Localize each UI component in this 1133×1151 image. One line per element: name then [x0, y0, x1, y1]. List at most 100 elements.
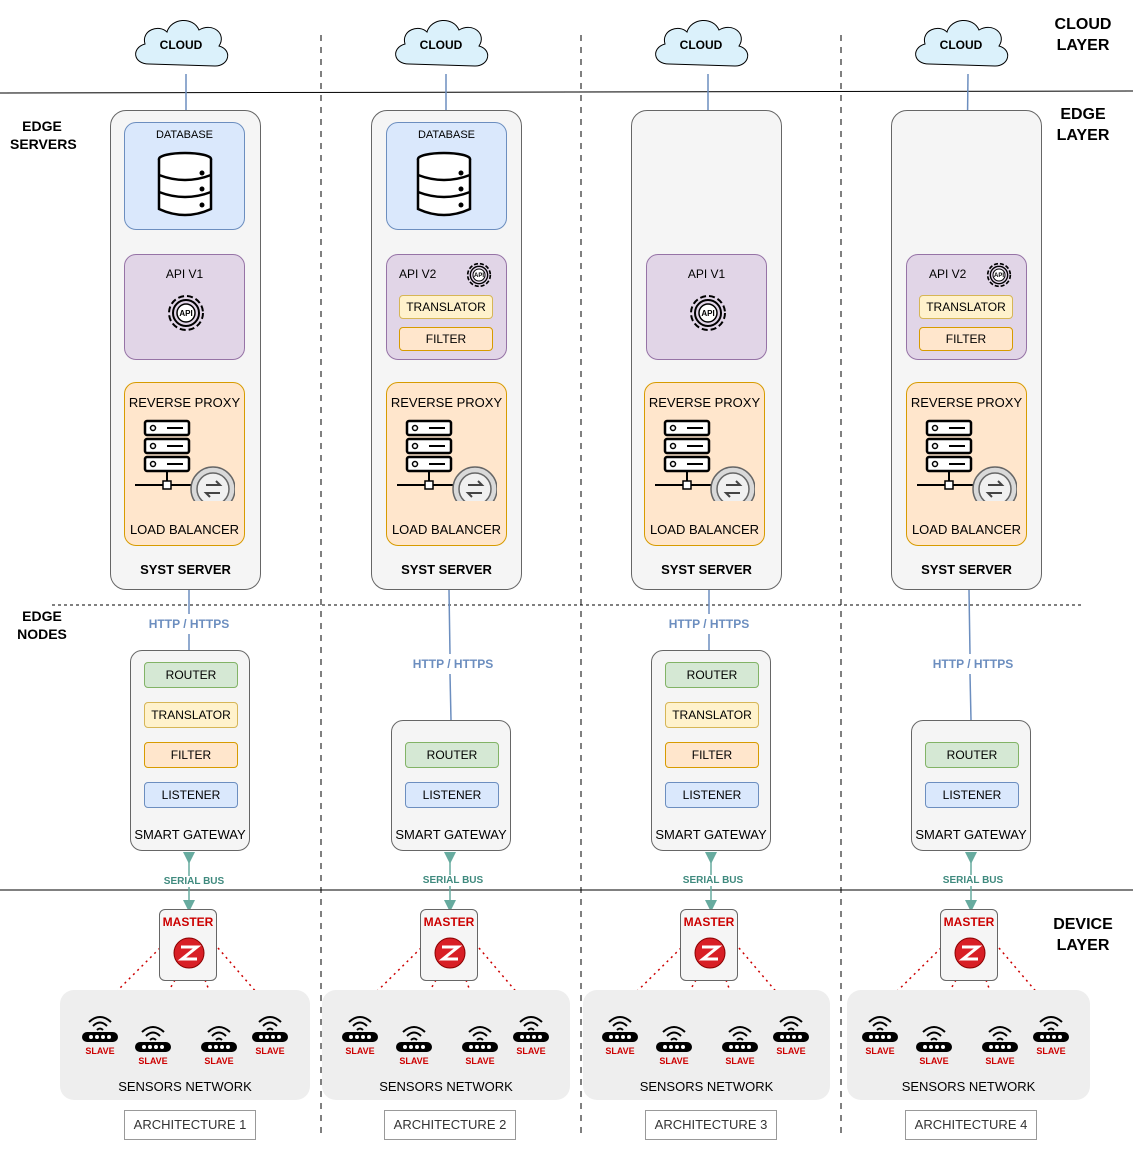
slave-label: SLAVE	[255, 1046, 285, 1056]
http-label: HTTP / HTTPS	[668, 617, 750, 631]
cloud-node: CLOUD	[907, 14, 1015, 76]
wireless-sensor-icon	[462, 1026, 498, 1052]
zigbee-icon	[434, 937, 466, 969]
filter-chip: FILTER	[144, 742, 238, 768]
cloud-label: CLOUD	[419, 38, 463, 52]
load-balancer-label: LOAD BALANCER	[129, 522, 240, 537]
http-label: HTTP / HTTPS	[923, 657, 1023, 671]
wireless-sensor-icon	[862, 1016, 898, 1042]
wire-http-2b	[449, 673, 452, 721]
slave-label: SLAVE	[85, 1046, 115, 1056]
master-node: MASTER	[940, 909, 998, 981]
api-label: API V2	[399, 267, 437, 281]
sensors-network: SENSORS NETWORK	[322, 990, 570, 1100]
listener-chip: LISTENER	[405, 782, 499, 808]
database-icon	[416, 151, 472, 217]
cloud-layer-line1: CLOUD	[1054, 16, 1112, 33]
api-gear-icon: API	[466, 262, 492, 288]
master-label: MASTER	[423, 915, 475, 929]
wireless-sensor-icon	[201, 1026, 237, 1052]
edge-nodes-line1: EDGE	[22, 608, 62, 624]
slave-label: SLAVE	[1036, 1046, 1066, 1056]
slave-label: SLAVE	[516, 1046, 546, 1056]
slave-node: SLAVE	[768, 1008, 814, 1064]
reverse-proxy-box: REVERSE PROXY LOAD BALANCER	[124, 382, 245, 546]
cloud-label: CLOUD	[939, 38, 983, 52]
architecture-label: ARCHITECTURE 3	[645, 1110, 777, 1140]
translator-chip: TRANSLATOR	[399, 295, 493, 319]
wireless-sensor-icon	[342, 1016, 378, 1042]
translator-chip: TRANSLATOR	[665, 702, 759, 728]
router-chip: ROUTER	[144, 662, 238, 688]
edge-nodes-label: EDGE NODES	[10, 607, 74, 643]
api-badge-text: API	[474, 273, 484, 279]
server-rack-icon	[655, 419, 755, 501]
api-label: API V1	[165, 267, 204, 281]
wireless-sensor-icon	[602, 1016, 638, 1042]
serial-bus-label: SERIAL BUS	[144, 876, 244, 887]
slave-node: SLAVE	[508, 1008, 554, 1064]
sensors-network-label: SENSORS NETWORK	[379, 1079, 513, 1094]
slave-label: SLAVE	[985, 1056, 1015, 1066]
cloud-layer-label: CLOUD LAYER	[1045, 14, 1121, 56]
cloud-icon	[395, 20, 489, 67]
slave-node: SLAVE	[77, 1008, 123, 1064]
sensors-network-label: SENSORS NETWORK	[639, 1079, 774, 1094]
master-label: MASTER	[162, 915, 214, 929]
database-box: DATABASE	[124, 122, 245, 230]
sensors-network-label: SENSORS NETWORK	[118, 1079, 252, 1094]
http-label: HTTP / HTTPS	[403, 657, 503, 671]
cloud-node: CLOUD	[647, 14, 755, 76]
architecture-label: ARCHITECTURE 1	[124, 1110, 256, 1140]
edge-nodes-line2: NODES	[17, 626, 67, 642]
slave-label: SLAVE	[725, 1056, 755, 1066]
api-gear-icon: API	[986, 262, 1012, 288]
device-layer-label: DEVICE LAYER	[1045, 914, 1121, 956]
api-box: API V2 API TRANSLATOR FILTER	[906, 254, 1027, 360]
translator-chip: TRANSLATOR	[919, 295, 1013, 319]
slave-node: SLAVE	[597, 1008, 643, 1064]
reverse-proxy-box: REVERSE PROXY LOAD BALANCER	[386, 382, 507, 546]
edge-layer-line1: EDGE	[1060, 106, 1106, 123]
filter-chip: FILTER	[919, 327, 1013, 351]
wireless-sensor-icon	[135, 1026, 171, 1052]
api-label: API V2	[929, 267, 967, 281]
wireless-sensor-icon	[982, 1026, 1018, 1052]
edge-servers-line2: SERVERS	[10, 136, 77, 152]
wireless-sensor-icon	[396, 1026, 432, 1052]
smart-gateway-label: SMART GATEWAY	[134, 827, 246, 842]
wireless-sensor-icon	[722, 1026, 758, 1052]
api-gear-icon: API	[168, 295, 204, 331]
slave-label: SLAVE	[865, 1046, 895, 1056]
filter-chip: FILTER	[399, 327, 493, 351]
server-rack-icon	[397, 419, 497, 501]
reverse-proxy-label: REVERSE PROXY	[910, 395, 1023, 410]
syst-server-label: SYST SERVER	[140, 562, 231, 577]
wireless-sensor-icon	[656, 1026, 692, 1052]
database-box: DATABASE	[386, 122, 507, 230]
wireless-sensor-icon	[916, 1026, 952, 1052]
cloud-icon	[655, 20, 749, 67]
serial-bus-label: SERIAL BUS	[923, 875, 1023, 886]
syst-server-label: SYST SERVER	[661, 562, 752, 577]
api-box: API V1 API	[646, 254, 767, 360]
server-rack-icon	[135, 419, 235, 501]
slave-node: SLAVE	[130, 1018, 176, 1074]
load-balancer-label: LOAD BALANCER	[649, 522, 760, 537]
api-badge-text: API	[179, 309, 192, 318]
reverse-proxy-label: REVERSE PROXY	[390, 395, 503, 410]
load-balancer-label: LOAD BALANCER	[911, 522, 1022, 537]
wire-http-2	[448, 589, 451, 655]
architecture-label: ARCHITECTURE 4	[905, 1110, 1037, 1140]
slave-node: SLAVE	[857, 1008, 903, 1064]
cloud-label: CLOUD	[159, 38, 203, 52]
edge-layer-label: EDGE LAYER	[1045, 104, 1121, 146]
cloud-node: CLOUD	[127, 14, 235, 76]
slave-node: SLAVE	[337, 1008, 383, 1064]
listener-chip: LISTENER	[665, 782, 759, 808]
smart-gateway: ROUTER TRANSLATOR FILTER LISTENER SMART …	[130, 650, 250, 851]
slave-node: SLAVE	[1028, 1008, 1074, 1064]
slave-node: SLAVE	[196, 1018, 242, 1074]
sensors-network: SENSORS NETWORK	[583, 990, 830, 1100]
slave-node: SLAVE	[247, 1008, 293, 1064]
